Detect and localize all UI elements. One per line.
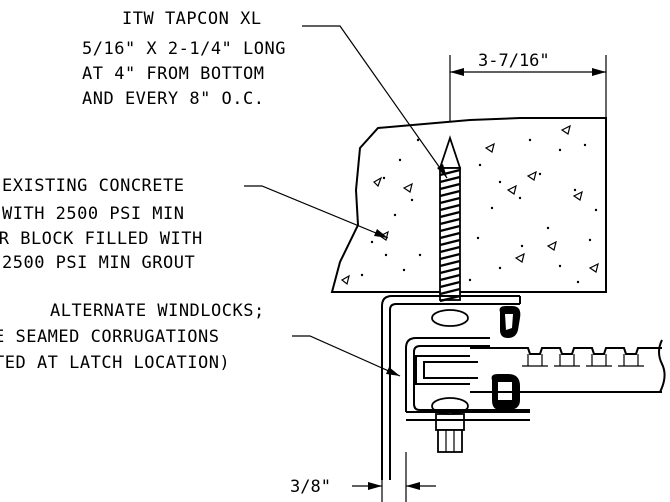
dimension-bottom-label: 3/8" <box>290 477 331 497</box>
anchor-thread <box>439 273 461 282</box>
anchor-thread <box>439 231 461 240</box>
anchor-thread <box>439 196 461 205</box>
anchor-thread <box>439 182 461 191</box>
anchor-thread <box>439 245 461 254</box>
note-concrete-line-1: EXISTING CONCRETE <box>2 176 185 196</box>
note-tapcon-line-2: 5/16" X 2-1/4" LONG <box>82 39 286 59</box>
anchor-thread <box>439 203 461 212</box>
note-concrete-line-4: 2500 PSI MIN GROUT <box>2 253 195 273</box>
anchor-thread <box>439 224 461 233</box>
weatherseal-gaskets <box>491 306 521 410</box>
dimension-top: 3-7/16" <box>449 51 607 150</box>
dimension-bottom: 3/8" <box>290 452 436 502</box>
anchor-thread <box>439 266 461 275</box>
anchor-thread <box>439 280 461 289</box>
dimension-top-label: 3-7/16" <box>478 51 550 71</box>
anchor-thread <box>439 259 461 268</box>
note-windlock: ALTERNATE WINDLOCKS; E SEAMED CORRUGATIO… <box>0 301 265 373</box>
note-tapcon-line-4: AND EVERY 8" O.C. <box>82 89 265 109</box>
anchor-thread <box>439 189 461 198</box>
anchor-thread <box>439 287 461 296</box>
note-windlock-line-3: TED AT LATCH LOCATION) <box>0 353 230 373</box>
jamb-channel <box>381 295 530 480</box>
anchor-thread <box>439 217 461 226</box>
anchor-thread <box>439 238 461 247</box>
note-windlock-line-2: E SEAMED CORRUGATIONS <box>0 327 219 347</box>
note-concrete-line-3: OR BLOCK FILLED WITH <box>0 229 203 249</box>
note-windlock-line-1: ALTERNATE WINDLOCKS; <box>50 301 265 321</box>
note-tapcon: ITW TAPCON XL 5/16" X 2-1/4" LONG AT 4" … <box>82 9 286 109</box>
anchor-thread <box>439 175 461 184</box>
curtain-slats <box>470 339 666 393</box>
note-tapcon-line-3: AT 4" FROM BOTTOM <box>82 64 265 84</box>
anchor-thread <box>439 252 461 261</box>
anchor-thread <box>439 210 461 219</box>
existing-concrete-block <box>330 117 607 293</box>
note-concrete-line-2: WITH 2500 PSI MIN <box>2 204 185 224</box>
note-tapcon-line-1: ITW TAPCON XL <box>122 9 262 29</box>
leader-lines <box>244 25 448 377</box>
note-concrete: EXISTING CONCRETE WITH 2500 PSI MIN OR B… <box>0 176 203 273</box>
tapcon-anchor <box>431 135 469 453</box>
